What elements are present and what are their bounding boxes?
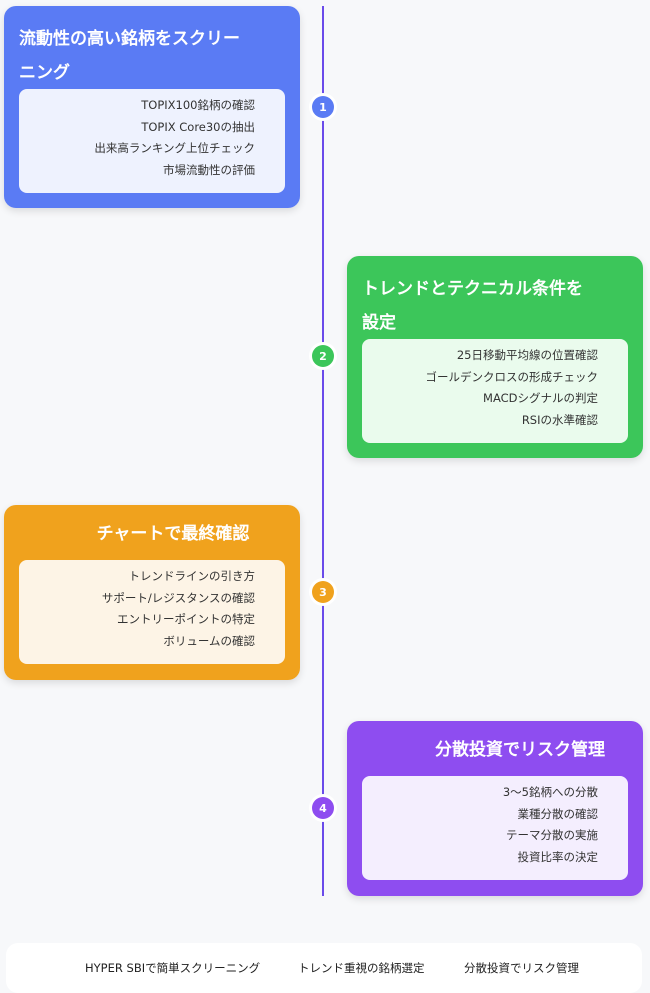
- list-item: 出来高ランキング上位チェック: [94, 141, 255, 155]
- step-4-title: 分散投資でリスク管理: [435, 740, 605, 760]
- timeline-line: [322, 6, 324, 896]
- footer-item-3: 分散投資でリスク管理: [464, 961, 579, 975]
- list-item: 業種分散の確認: [517, 806, 599, 821]
- footer-item-1: HYPER SBIで簡単スクリーニング: [85, 961, 261, 975]
- list-item: ゴールデンクロスの形成チェック: [425, 369, 599, 384]
- step-4-list: 3〜5銘柄への分散 業種分散の確認 テーマ分散の実施 投資比率の決定: [362, 776, 628, 880]
- list-item: テーマ分散の実施: [506, 828, 598, 842]
- step-2-marker: 2: [312, 345, 334, 367]
- list-item: 投資比率の決定: [517, 849, 599, 864]
- list-item: RSIの水準確認: [521, 412, 598, 427]
- list-item: 25日移動平均線の位置確認: [456, 348, 598, 362]
- step-3-title: チャートで最終確認: [96, 524, 250, 544]
- step-4-card: 分散投資でリスク管理 3〜5銘柄への分散 業種分散の確認 テーマ分散の実施 投資…: [347, 721, 643, 896]
- list-item: エントリーポイントの特定: [117, 612, 255, 626]
- step-1-list: TOPIX100銘柄の確認 TOPIX Core30の抽出 出来高ランキング上位…: [19, 89, 285, 193]
- step-3-marker: 3: [312, 581, 334, 603]
- list-item: 3〜5銘柄への分散: [502, 785, 598, 799]
- step-3-card: チャートで最終確認 トレンドラインの引き方 サポート/レジスタンスの確認 エント…: [4, 505, 300, 680]
- list-item: TOPIX100銘柄の確認: [141, 98, 255, 112]
- list-item: ボリュームの確認: [163, 633, 255, 648]
- list-item: 市場流動性の評価: [163, 162, 255, 177]
- step-2-title: トレンドとテクニカル条件を設定: [362, 279, 583, 333]
- list-item: TOPIX Core30の抽出: [141, 119, 255, 134]
- step-1-card: 流動性の高い銘柄をスクリーニング TOPIX100銘柄の確認 TOPIX Cor…: [4, 6, 300, 208]
- step-4-marker: 4: [312, 797, 334, 819]
- step-2-list: 25日移動平均線の位置確認 ゴールデンクロスの形成チェック MACDシグナルの判…: [362, 339, 628, 443]
- list-item: サポート/レジスタンスの確認: [101, 590, 255, 605]
- step-1-marker: 1: [312, 96, 334, 118]
- step-2-card: トレンドとテクニカル条件を設定 25日移動平均線の位置確認 ゴールデンクロスの形…: [347, 256, 643, 458]
- list-item: MACDシグナルの判定: [483, 391, 598, 405]
- step-1-title: 流動性の高い銘柄をスクリーニング: [19, 29, 240, 83]
- list-item: トレンドラインの引き方: [128, 569, 256, 583]
- footer-item-2: トレンド重視の銘柄選定: [298, 961, 425, 975]
- footer-summary: HYPER SBIで簡単スクリーニング トレンド重視の銘柄選定 分散投資でリスク…: [6, 943, 642, 993]
- step-3-list: トレンドラインの引き方 サポート/レジスタンスの確認 エントリーポイントの特定 …: [19, 560, 285, 664]
